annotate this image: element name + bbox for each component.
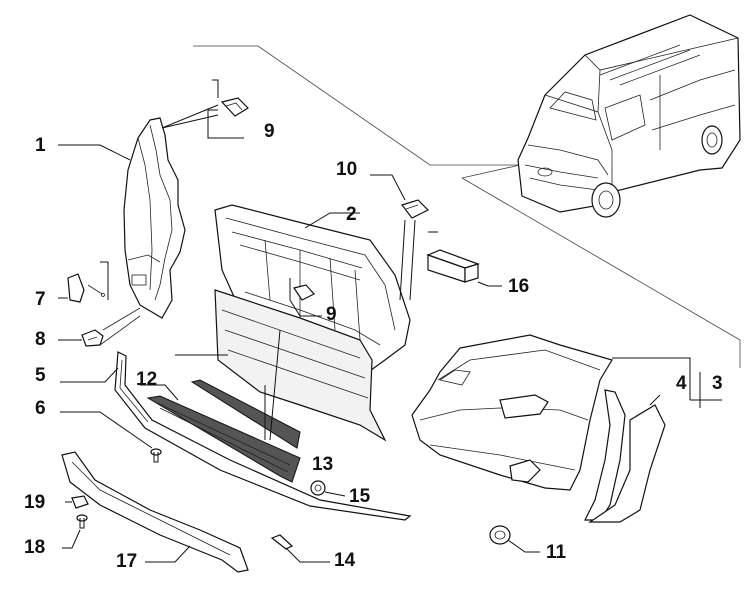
part-10-clip: [370, 174, 438, 301]
callout-2: 2: [346, 204, 357, 225]
callout-12: 12: [136, 369, 157, 390]
callout-16: 16: [508, 276, 529, 297]
part-16-block: [426, 249, 502, 287]
callout-10: 10: [336, 159, 357, 180]
lower-grille-panel: [175, 289, 387, 442]
part-14-clip: [270, 534, 330, 563]
part-19-clip: [65, 495, 89, 509]
part-18-screw: [62, 514, 88, 549]
callout-4: 4: [676, 373, 687, 394]
reference-lines: [193, 45, 741, 368]
part-9-clip-top: [161, 79, 249, 139]
callout-5: 5: [35, 365, 46, 386]
callout-11: 11: [546, 542, 567, 563]
part-9-clip-middle: [289, 278, 322, 317]
callout-9-middle: 9: [326, 304, 337, 325]
callout-18: 18: [24, 537, 45, 558]
part-15-plug: [310, 480, 346, 497]
callout-19: 19: [24, 492, 45, 513]
callout-9-top: 9: [264, 121, 275, 142]
callout-13: 13: [312, 454, 333, 475]
callout-labels: 1 2 3 4 5 6 7 8 9 9 10 11 12 13 14 15 16…: [24, 121, 723, 572]
part-3-bumper: [411, 334, 691, 491]
part-5-trim-strip: [60, 351, 412, 521]
callout-17: 17: [116, 551, 137, 572]
part-1-headlamp-bracket-left: [123, 117, 186, 319]
leader-lines: [58, 144, 131, 341]
callout-3: 3: [712, 373, 723, 394]
callout-1: 1: [35, 135, 46, 156]
callout-14: 14: [334, 550, 356, 571]
callout-8: 8: [35, 329, 46, 350]
part-11-grommet: [489, 525, 540, 553]
part-8-bracket: [81, 307, 141, 347]
callout-6: 6: [35, 398, 46, 419]
callout-7: 7: [35, 289, 46, 310]
part-17-lower-spoiler: [61, 451, 249, 573]
part-4-side-extension: [584, 380, 722, 523]
van-illustration: [517, 14, 741, 218]
part-12-13-mesh-grille: [140, 329, 301, 483]
callout-15: 15: [349, 486, 371, 507]
part-6-screw: [60, 411, 162, 463]
part-7-cover: [67, 261, 109, 303]
